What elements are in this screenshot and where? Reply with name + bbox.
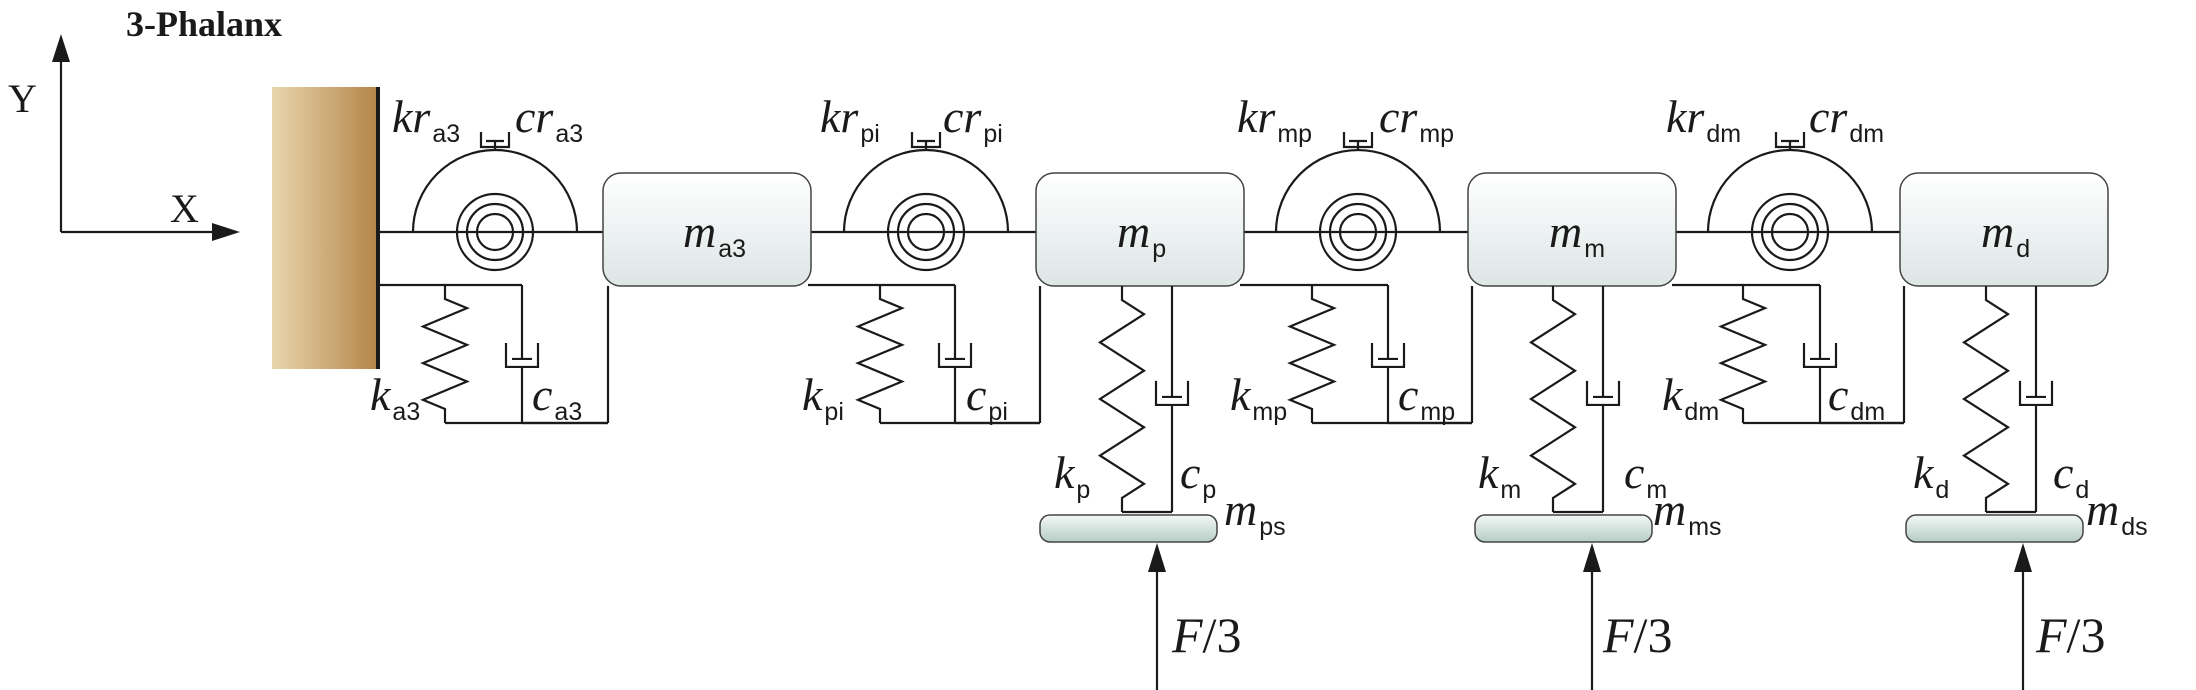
rotary-joint-3 xyxy=(1706,132,1874,272)
k-joint-label-2: kmp xyxy=(1230,369,1287,426)
joint-damper-0 xyxy=(504,285,540,423)
c-soft-label-1: cm xyxy=(1624,447,1667,504)
c-joint-label-2: cmp xyxy=(1398,369,1455,426)
mass-label-0: ma3 xyxy=(683,206,746,263)
contact-pad-0 xyxy=(1039,514,1218,543)
k-joint-label-1: kpi xyxy=(802,369,844,426)
joint-link-0 xyxy=(378,283,610,425)
mass-block-3 xyxy=(1899,172,2109,287)
soft-spring-1 xyxy=(1528,286,1578,512)
joint-damper-1 xyxy=(937,285,973,423)
soft-spring-2 xyxy=(1961,286,2011,512)
rotary-joint-1 xyxy=(842,132,1010,272)
force-label-2: F/3 xyxy=(2035,607,2105,663)
c-joint-label-0: ca3 xyxy=(532,369,582,426)
kr-label-1: krpi xyxy=(820,91,880,148)
mass-label-3: md xyxy=(1981,206,2030,263)
joint-spring-1 xyxy=(855,285,905,423)
cr-label-1: crpi xyxy=(943,91,1003,148)
kr-label-0: kra3 xyxy=(392,91,460,148)
joint-link-2 xyxy=(1240,283,1474,425)
c-joint-label-3: cdm xyxy=(1828,369,1885,426)
pad-mass-label-0: mps xyxy=(1224,484,1286,541)
k-soft-label-2: kd xyxy=(1913,447,1949,504)
soft-spring-0 xyxy=(1097,286,1147,512)
soft-damper-1 xyxy=(1585,286,1621,512)
joint-damper-2 xyxy=(1370,285,1406,423)
diagram-title: 3-Phalanx xyxy=(126,4,282,44)
cr-label-2: crmp xyxy=(1379,91,1454,148)
c-soft-label-0: cp xyxy=(1180,447,1216,504)
mass-label-2: mm xyxy=(1549,206,1605,263)
k-joint-label-0: ka3 xyxy=(370,369,420,426)
force-label-0: F/3 xyxy=(1171,607,1241,663)
soft-damper-2 xyxy=(2018,286,2054,512)
joint-spring-2 xyxy=(1287,285,1337,423)
pad-mass-label-1: mms xyxy=(1653,484,1722,541)
rotary-joint-0 xyxy=(411,132,579,272)
mass-label-1: mp xyxy=(1117,206,1166,263)
contact-pad-1 xyxy=(1474,514,1653,543)
joint-spring-0 xyxy=(420,285,470,423)
force-label-1: F/3 xyxy=(1602,607,1672,663)
cr-label-3: crdm xyxy=(1809,91,1884,148)
coordinate-axes: Y X xyxy=(8,34,240,241)
y-axis-label: Y xyxy=(8,76,37,121)
joint-link-1 xyxy=(808,283,1042,425)
x-axis-label: X xyxy=(170,186,199,231)
k-soft-label-0: kp xyxy=(1054,447,1090,504)
mass-block-0 xyxy=(602,172,812,287)
rotary-joint-2 xyxy=(1274,132,1442,272)
mass-block-2 xyxy=(1467,172,1677,287)
k-joint-label-3: kdm xyxy=(1662,369,1719,426)
c-soft-label-2: cd xyxy=(2053,447,2089,504)
joint-spring-3 xyxy=(1718,285,1768,423)
soft-damper-0 xyxy=(1154,286,1190,512)
pad-mass-label-2: mds xyxy=(2086,484,2148,541)
kr-label-3: krdm xyxy=(1666,91,1741,148)
joint-damper-3 xyxy=(1802,285,1838,423)
cr-label-0: cra3 xyxy=(515,91,583,148)
contact-pad-2 xyxy=(1905,514,2084,543)
c-joint-label-1: cpi xyxy=(966,369,1008,426)
joint-link-3 xyxy=(1672,283,1906,425)
mass-block-1 xyxy=(1035,172,1245,287)
kr-label-2: krmp xyxy=(1237,91,1312,148)
k-soft-label-1: km xyxy=(1478,447,1521,504)
fixed-wall xyxy=(272,87,380,369)
